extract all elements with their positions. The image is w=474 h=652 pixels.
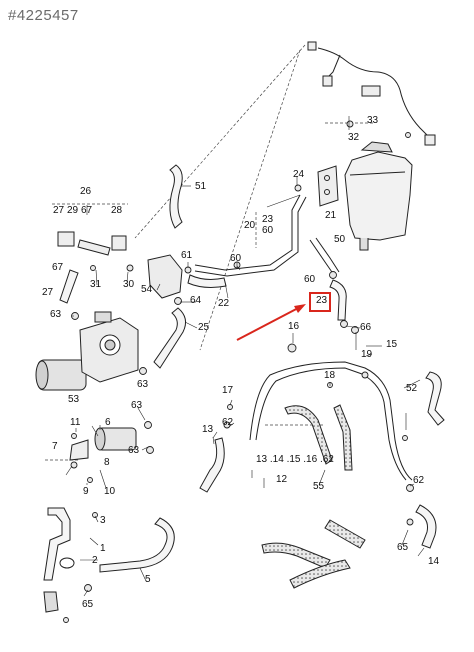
hose-13 xyxy=(199,437,225,493)
leader-lines xyxy=(65,116,425,597)
callout-c13: 13 xyxy=(202,424,214,435)
callout-c55: 55 xyxy=(313,481,325,492)
callout-c8: 8 xyxy=(104,457,110,468)
callout-c51: 51 xyxy=(195,181,207,192)
callout-c27a: 27 xyxy=(53,205,65,216)
callout-c65b: 65 xyxy=(397,542,409,553)
callout-c63b: 63 xyxy=(137,379,149,390)
callout-c1: 1 xyxy=(100,543,106,554)
callout-c18: 18 xyxy=(324,370,336,381)
callout-c28: 28 xyxy=(111,205,123,216)
expansion-tank xyxy=(344,141,413,251)
dashed-guide-lines xyxy=(45,44,375,461)
callout-c12: 12 xyxy=(276,474,288,485)
callout-c5: 5 xyxy=(145,574,151,585)
callout-c14: 14 xyxy=(428,556,440,567)
callout-c54: 54 xyxy=(141,284,153,295)
callout-c29: 29 xyxy=(67,205,79,216)
callout-c67a: 67 xyxy=(81,205,93,216)
hose-27 xyxy=(59,269,79,304)
callout-c62b: 62 xyxy=(413,475,425,486)
pipe-assembly-12 xyxy=(249,361,413,481)
electric-pump-53 xyxy=(35,311,139,391)
callout-c26: 26 xyxy=(80,186,92,197)
callout-c63d: 63 xyxy=(128,445,140,456)
callout-c64: 64 xyxy=(190,295,202,306)
callout-c16: 16 xyxy=(288,321,300,332)
hose-22 xyxy=(187,274,227,288)
callout-c32: 32 xyxy=(348,132,360,143)
hose-25 xyxy=(153,307,187,369)
callout-c23b: 23 xyxy=(316,295,328,306)
hose-51 xyxy=(169,164,183,229)
callout-c61: 61 xyxy=(181,250,193,261)
callout-c60c: 60 xyxy=(304,274,316,285)
bracket-21 xyxy=(317,165,339,207)
callout-c6: 6 xyxy=(105,417,111,428)
callout-c2: 2 xyxy=(92,555,98,566)
callout-c52: 52 xyxy=(406,383,418,394)
pipe-assembly-26 xyxy=(57,231,127,256)
callout-c9: 9 xyxy=(83,486,89,497)
wiring-harness-32 xyxy=(307,41,436,146)
catalog-number: #4225457 xyxy=(8,7,79,24)
callout-c33: 33 xyxy=(367,115,379,126)
callout-c17: 17 xyxy=(222,385,234,396)
thermostat-54 xyxy=(147,254,183,299)
hose-23 xyxy=(329,279,347,321)
callout-c65a: 65 xyxy=(82,599,94,610)
callout-c25: 25 xyxy=(198,322,210,333)
fasteners xyxy=(63,120,414,623)
callout-c62a: 62 xyxy=(222,417,234,428)
hose-group-55 xyxy=(261,404,366,589)
callout-c63c: 63 xyxy=(131,400,143,411)
hose-2 xyxy=(43,507,75,613)
callout-c21: 21 xyxy=(325,210,337,221)
callout-c66: 66 xyxy=(360,322,372,333)
hose-5 xyxy=(99,517,175,573)
hose-pipe-20 xyxy=(194,194,340,277)
callout-c63a: 63 xyxy=(50,309,62,320)
callout-c60b: 60 xyxy=(230,253,242,264)
callout-c12group: 13 .14 .15 .16 .62 xyxy=(256,454,334,465)
callout-c20: 20 xyxy=(244,220,256,231)
callout-c31: 31 xyxy=(90,279,102,290)
auxiliary-pump-6 xyxy=(69,427,137,461)
highlight-arrow xyxy=(236,304,306,341)
callout-c3: 3 xyxy=(100,515,106,526)
callout-c67b: 67 xyxy=(52,262,64,273)
callout-c50: 50 xyxy=(334,234,346,245)
callout-c15: 15 xyxy=(386,339,398,350)
hose-14 xyxy=(415,504,437,549)
highlight-box-23 xyxy=(309,292,331,312)
callout-c24: 24 xyxy=(293,169,305,180)
callout-c23: 23 xyxy=(262,214,274,225)
callout-c30: 30 xyxy=(123,279,135,290)
callout-c7: 7 xyxy=(52,441,58,452)
callout-c11: 11 xyxy=(70,417,81,428)
callout-c27b: 27 xyxy=(42,287,54,298)
hose-52 xyxy=(425,371,445,426)
callout-c53: 53 xyxy=(68,394,80,405)
callout-c10: 10 xyxy=(104,486,116,497)
callout-c22: 22 xyxy=(218,298,230,309)
callout-c19: 19 xyxy=(361,349,373,360)
callout-c60a: 60 xyxy=(262,225,274,236)
